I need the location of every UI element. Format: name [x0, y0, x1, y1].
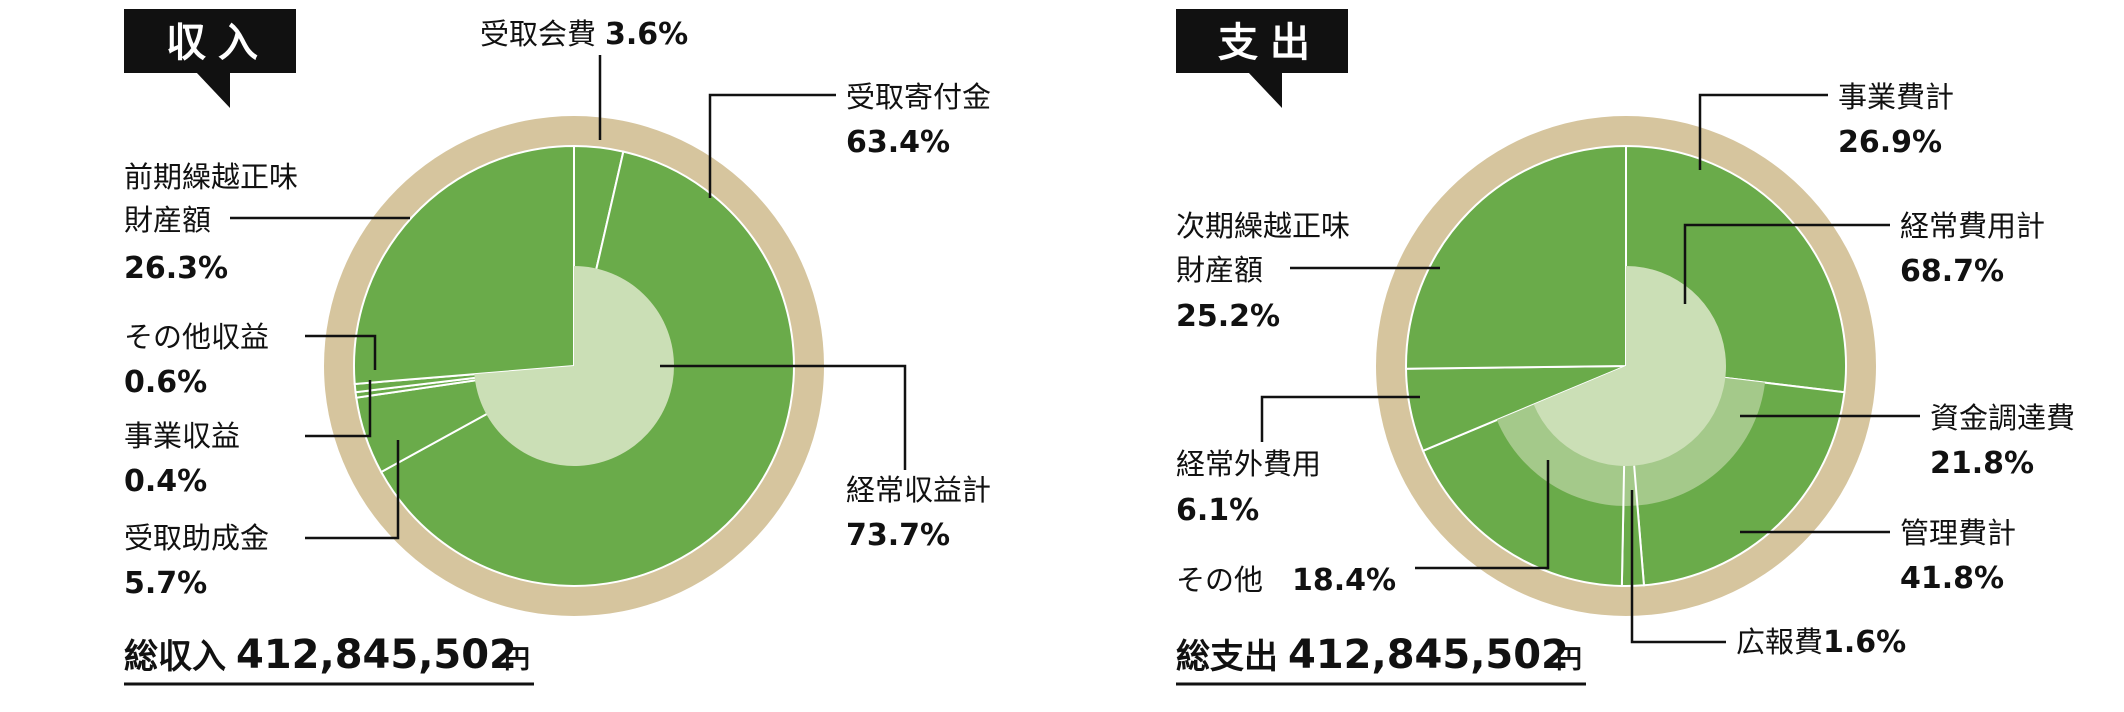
income-pct-business: 0.4%: [124, 464, 207, 499]
expense-total-label: 総支出: [1176, 637, 1278, 677]
income-title: 収入: [166, 20, 270, 66]
expense-leader-other: [1415, 460, 1550, 570]
income-title-badge: 収入: [124, 9, 296, 108]
expense-pct-nonordinary: 6.1%: [1176, 493, 1259, 528]
expense-label-carry-line1: 次期繰越正味: [1176, 209, 1350, 243]
income-label-donation: 受取寄付金: [846, 80, 991, 114]
income-label-grant: 受取助成金: [124, 521, 269, 555]
expense-leader-pr: [1630, 490, 1726, 644]
expense-leader-ordinary: [1683, 223, 1890, 304]
expense-label-carry-line2: 財産額: [1176, 253, 1263, 287]
income-badge-box: [124, 9, 296, 73]
expense-leader-lines: [1260, 93, 1920, 644]
income-leader-donation: [708, 93, 836, 198]
expense-badge-box: [1176, 9, 1348, 73]
expense-title-badge: 支出: [1176, 9, 1348, 108]
expense-label-pr: 広報費: [1736, 625, 1823, 659]
expense-pct-funding: 21.8%: [1930, 446, 2034, 481]
income-total: 総収入 412,845,502 円: [124, 632, 534, 686]
income-pct-grant: 5.7%: [124, 566, 207, 601]
expense-total-unit: 円: [1556, 645, 1582, 675]
expense-label-project: 事業費計: [1838, 80, 1954, 114]
expense-total: 総支出 412,845,502 円: [1176, 632, 1586, 686]
income-label-ordinary: 経常収益計: [846, 473, 991, 507]
income-slice-carry: [353, 144, 575, 386]
expense-band-sep-1: [1633, 465, 1639, 506]
income-label-business: 事業収益: [124, 419, 240, 453]
income-pct-carry: 26.3%: [124, 251, 228, 286]
expense-pct-other: 18.4%: [1292, 563, 1396, 598]
income-leader-grant: [305, 440, 400, 540]
income-label-carry-line1: 前期繰越正味: [124, 160, 298, 194]
income-badge-tail: [196, 72, 230, 108]
expense-slice-carry: [1405, 144, 1627, 370]
income-pct-ordinary: 73.7%: [846, 518, 950, 553]
expense-label-ordinary: 経常費用計: [1900, 209, 2045, 243]
expense-label-funding: 資金調達費: [1930, 401, 2075, 435]
income-leader-ordinary: [660, 364, 907, 470]
expense-pct-project: 26.9%: [1838, 125, 1942, 160]
income-pct-fee: 3.6%: [605, 17, 688, 52]
expense-title: 支出: [1218, 20, 1322, 66]
expense-leader-project: [1698, 93, 1828, 170]
income-chart: 収入 受取会費 3.6% 受取寄付金 63.4% 前期繰越正味 財産額 26.3…: [124, 9, 991, 686]
expense-band-sep-2: [1622, 465, 1626, 506]
income-label-other: その他収益: [124, 320, 269, 354]
expense-label-other: その他: [1176, 563, 1263, 597]
expense-label-admin: 管理費計: [1900, 516, 2016, 550]
income-leader-lines: [230, 55, 907, 540]
income-leader-business: [305, 380, 372, 438]
income-total-label: 総収入: [124, 637, 226, 677]
expense-pct-admin: 41.8%: [1900, 561, 2004, 596]
expense-leader-nonordinary: [1260, 395, 1420, 442]
expense-total-value: 412,845,502: [1288, 632, 1569, 678]
income-total-unit: 円: [504, 645, 530, 675]
expense-badge-tail: [1248, 72, 1282, 108]
income-label-carry-line2: 財産額: [124, 203, 211, 237]
income-inner-ordinary: [474, 266, 674, 466]
income-pct-donation: 63.4%: [846, 125, 950, 160]
expense-pct-pr: 1.6%: [1823, 625, 1906, 660]
income-total-value: 412,845,502: [236, 632, 517, 678]
income-label-fee: 受取会費: [480, 17, 596, 51]
expense-inner-ordinary: [1533, 266, 1726, 466]
expense-pie: [1376, 116, 1876, 616]
expense-chart: 支出 事業費計 26.9% 次期繰越正味 財産額 25.2% 経常費用計 68.…: [1176, 9, 2075, 686]
income-pie: [324, 116, 824, 616]
expense-pct-ordinary: 68.7%: [1900, 254, 2004, 289]
income-pct-other: 0.6%: [124, 365, 207, 400]
expense-label-nonordinary: 経常外費用: [1176, 447, 1321, 481]
expense-pct-carry: 25.2%: [1176, 299, 1280, 334]
income-leader-other: [305, 334, 377, 370]
